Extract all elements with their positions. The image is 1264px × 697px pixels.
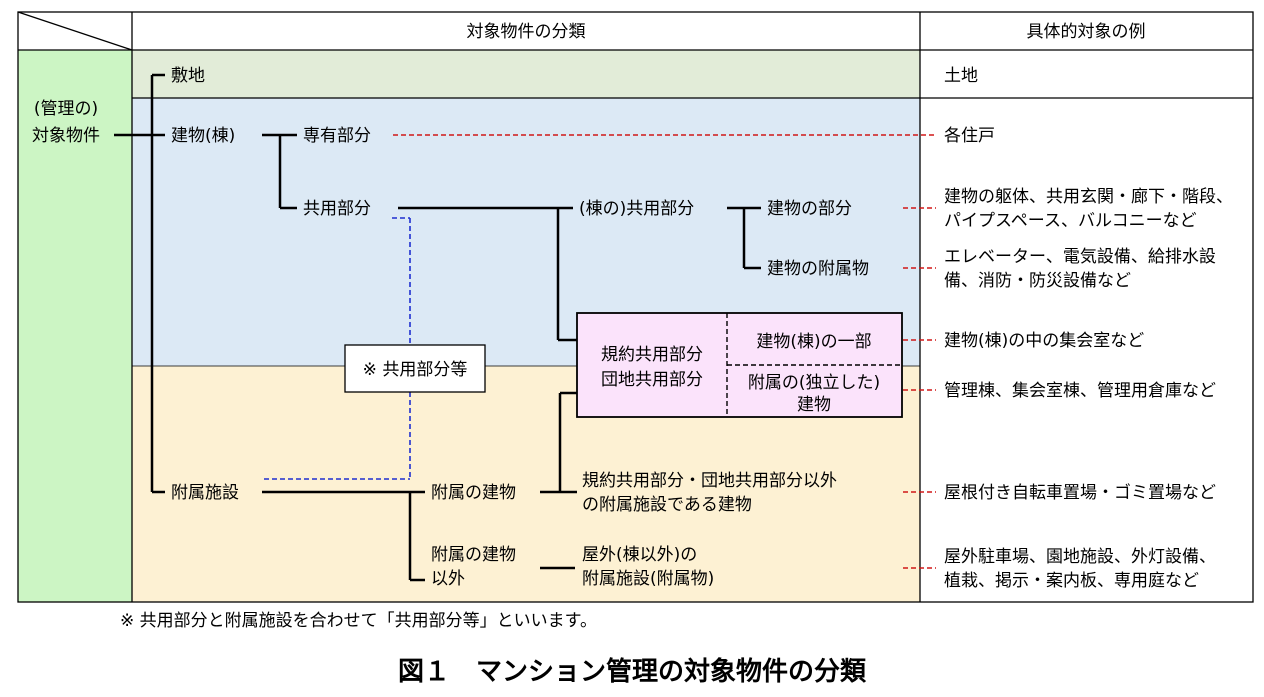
category-column-header: 対象物件の分類 xyxy=(467,22,586,42)
node-building-part: 建物の部分 xyxy=(767,199,852,219)
annex-building-label-line1: 附属の(独立した) xyxy=(748,373,880,393)
tree-connectors xyxy=(114,73,761,582)
example-exclusive: 各住戸 xyxy=(944,126,995,146)
rule-common-label-line2: 団地共用部分 xyxy=(601,370,703,390)
root-label-line1: (管理の) xyxy=(34,99,98,119)
node-site: 敷地 xyxy=(171,66,205,86)
annex-building-label-line2: 建物 xyxy=(797,395,831,415)
example-site: 土地 xyxy=(944,66,978,86)
example-leaders xyxy=(393,134,936,569)
example-building-part-line2: パイプスペース、バルコニーなど xyxy=(944,211,1197,231)
node-attached-non-building-line1: 附属の建物 xyxy=(431,545,516,565)
site-row-bg xyxy=(132,50,920,98)
common-etc-box xyxy=(344,344,486,393)
node-outdoor-line2: 附属施設(附属物) xyxy=(582,569,714,589)
node-outdoor-line1: 屋外(棟以外)の xyxy=(582,545,697,565)
root-column-bg xyxy=(18,50,132,602)
example-building-portion: 建物(棟)の中の集会室など xyxy=(944,331,1144,351)
node-building-fixture: 建物の附属物 xyxy=(767,259,869,279)
node-attached-building: 附属の建物 xyxy=(431,483,516,503)
figure-caption: 図１ マンション管理の対象物件の分類 xyxy=(398,656,867,687)
node-building: 建物(棟) xyxy=(171,126,235,146)
example-outdoor-line2: 植栽、掲示・案内板、専用庭など xyxy=(944,571,1199,591)
building-portion-label: 建物(棟)の一部 xyxy=(756,332,871,352)
node-other-attached-line2: の附属施設である建物 xyxy=(582,495,752,515)
example-annex-building: 管理棟、集会室棟、管理用倉庫など xyxy=(944,381,1216,401)
node-common-part: 共用部分 xyxy=(303,199,371,219)
common-etc-label: ※ 共用部分等 xyxy=(363,360,468,380)
node-exclusive-part: 専有部分 xyxy=(303,126,371,146)
node-attached-non-building-line2: 以外 xyxy=(431,569,465,589)
example-other-attached: 屋根付き自転車置場・ゴミ置場など xyxy=(944,482,1216,503)
table-grid xyxy=(17,11,1254,603)
example-building-part-line1: 建物の躯体、共用玄関・廊下・階段、 xyxy=(944,187,1233,207)
node-other-attached-line1: 規約共用部分・団地共用部分以外 xyxy=(582,471,837,491)
footnote: ※ 共用部分と附属施設を合わせて「共用部分等」といいます。 xyxy=(120,611,597,631)
root-label-line2: 対象物件 xyxy=(32,126,100,146)
node-building-common-part: (棟の)共用部分 xyxy=(579,199,694,219)
example-building-fixture-line2: 備、消防・防災設備など xyxy=(944,271,1131,291)
example-building-fixture-line1: エレベーター、電気設備、給排水設 xyxy=(944,247,1216,267)
node-attached-facility: 附属施設 xyxy=(171,483,239,503)
example-outdoor-line1: 屋外駐車場、園地施設、外灯設備、 xyxy=(944,547,1216,567)
rule-common-label-line1: 規約共用部分 xyxy=(601,345,703,365)
examples-column-header: 具体的対象の例 xyxy=(1027,22,1146,42)
common-etc-link xyxy=(264,217,411,480)
